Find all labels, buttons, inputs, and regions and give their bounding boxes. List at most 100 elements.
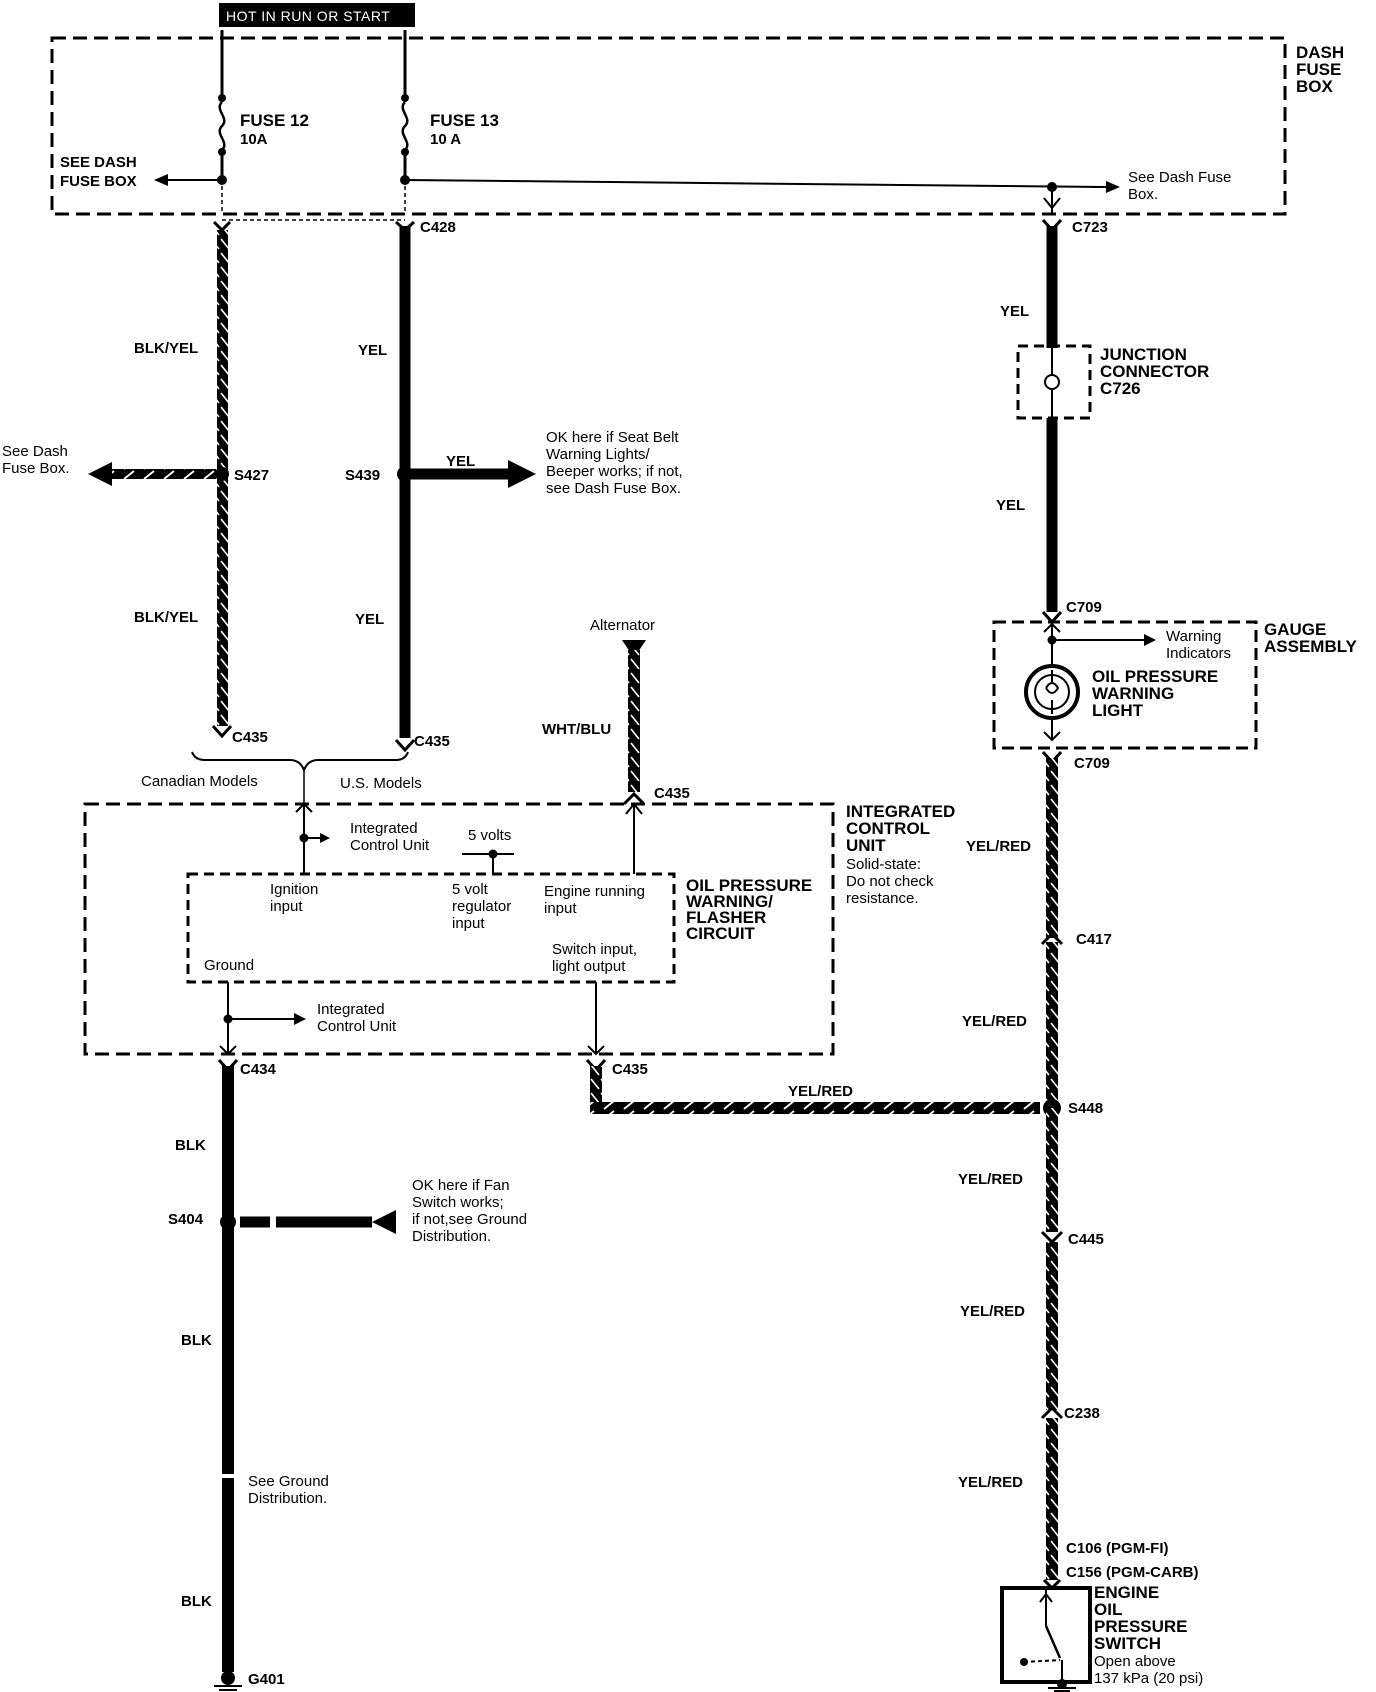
svg-text:FUSE BOX: FUSE BOX — [60, 173, 137, 190]
svg-text:Solid-state:: Solid-state: — [846, 856, 921, 873]
svg-text:Do not check: Do not check — [846, 873, 934, 890]
blk-yel-label-1: BLK/YEL — [134, 340, 198, 357]
svg-text:Distribution.: Distribution. — [248, 1490, 327, 1507]
svg-text:input: input — [452, 915, 485, 932]
junction-connector-icon — [1044, 374, 1060, 390]
ignition-input-label: Ignition input — [270, 881, 318, 915]
s404-arrow-icon — [372, 1210, 396, 1234]
yel-label-2: YEL — [355, 611, 384, 628]
dash-fuse-box-title: DASH FUSE BOX — [1296, 43, 1344, 96]
svg-text:input: input — [270, 898, 303, 915]
svg-text:OK here if Fan: OK here if Fan — [412, 1177, 510, 1194]
see-dash-right-arrow-icon — [1106, 181, 1120, 193]
g401-ground — [221, 1671, 235, 1685]
see-dash-s427-note: See Dash Fuse Box. — [2, 443, 70, 477]
svg-text:GAUGE: GAUGE — [1264, 620, 1326, 639]
s427-label: S427 — [234, 467, 269, 484]
svg-text:LIGHT: LIGHT — [1092, 701, 1144, 720]
oil-pressure-circuit-title: OIL PRESSURE WARNING/ FLASHER CIRCUIT — [686, 876, 812, 943]
c435-alt-connector-icon — [622, 791, 646, 806]
svg-text:WARNING: WARNING — [1092, 684, 1174, 703]
blk-label-3: BLK — [181, 1593, 212, 1610]
svg-text:Open above: Open above — [1094, 1653, 1176, 1670]
alternator-icon — [622, 640, 646, 658]
c435-alt-label: C435 — [654, 785, 690, 802]
svg-text:SWITCH: SWITCH — [1094, 1634, 1161, 1653]
svg-text:FUSE 13: FUSE 13 — [430, 111, 499, 130]
c434-label: C434 — [240, 1061, 277, 1078]
blk-yel-wire-upper — [217, 230, 228, 474]
c435-left-label: C435 — [232, 729, 268, 746]
c417-connector-icon — [1040, 931, 1064, 946]
c156-label: C156 (PGM-CARB) — [1066, 1564, 1199, 1581]
yel-red-label-1: YEL/RED — [966, 838, 1031, 855]
svg-text:WARNING/: WARNING/ — [686, 892, 773, 911]
svg-text:if not,see Ground: if not,see Ground — [412, 1211, 527, 1228]
c445-connector-icon — [1040, 1230, 1064, 1245]
yel-red-label-3: YEL/RED — [958, 1171, 1023, 1188]
svg-text:CONNECTOR: CONNECTOR — [1100, 362, 1209, 381]
svg-text:ENGINE: ENGINE — [1094, 1583, 1159, 1602]
svg-text:Distribution.: Distribution. — [412, 1228, 491, 1245]
svg-text:Fuse Box.: Fuse Box. — [2, 460, 70, 477]
hot-label-box — [219, 3, 415, 27]
oil-pressure-switch-note: Open above 137 kPa (20 psi) — [1094, 1653, 1203, 1687]
svg-text:Integrated: Integrated — [317, 1001, 385, 1018]
s427-arrow-icon — [88, 462, 112, 486]
yel-red-label-4: YEL/RED — [960, 1303, 1025, 1320]
c428-left-connector-icon — [212, 220, 232, 233]
c428-label: C428 — [420, 219, 456, 236]
c709-bottom-label: C709 — [1074, 755, 1110, 772]
svg-text:CONTROL: CONTROL — [846, 819, 930, 838]
yel-red-label-5: YEL/RED — [958, 1474, 1023, 1491]
switch-input-label: Switch input, light output — [552, 941, 637, 975]
c435-left-connector-icon — [211, 724, 233, 739]
s427-branch-wire — [108, 469, 216, 479]
c238-label: C238 — [1064, 1405, 1100, 1422]
icu-outline — [83, 802, 835, 1056]
c709-top-label: C709 — [1066, 599, 1102, 616]
svg-text:Switch input,: Switch input, — [552, 941, 637, 958]
svg-text:ASSEMBLY: ASSEMBLY — [1264, 637, 1358, 656]
svg-text:JUNCTION: JUNCTION — [1100, 345, 1187, 364]
svg-text:OIL PRESSURE: OIL PRESSURE — [686, 876, 812, 895]
svg-text:5 volt: 5 volt — [452, 881, 489, 898]
see-dash-left-arrow-icon — [154, 174, 168, 186]
c435-right-connector-icon — [394, 738, 416, 753]
s439-arrow-icon — [508, 460, 536, 488]
us-models-label: U.S. Models — [340, 775, 422, 792]
svg-text:OIL PRESSURE: OIL PRESSURE — [1092, 667, 1218, 686]
oil-pressure-circuit-outline — [186, 872, 676, 984]
canadian-models-label: Canadian Models — [141, 773, 258, 790]
svg-text:input: input — [544, 900, 577, 917]
svg-text:FUSE 12: FUSE 12 — [240, 111, 309, 130]
icu-note: Solid-state: Do not check resistance. — [846, 856, 934, 907]
c238-connector-icon — [1040, 1405, 1064, 1420]
svg-text:CIRCUIT: CIRCUIT — [686, 924, 756, 943]
gauge-assembly-title: GAUGE ASSEMBLY — [1264, 620, 1358, 656]
svg-text:FLASHER: FLASHER — [686, 908, 766, 927]
s439-label: S439 — [345, 467, 380, 484]
yel-label-1: YEL — [358, 342, 387, 359]
fuse-12-symbol — [218, 101, 226, 151]
svg-text:resistance.: resistance. — [846, 890, 919, 907]
yel-red-wire-1 — [1046, 758, 1058, 938]
svg-text:Warning: Warning — [1166, 628, 1221, 645]
oil-pressure-switch-icon — [1020, 1625, 1063, 1682]
c435-right-label: C435 — [414, 733, 450, 750]
yel-right-label-1: YEL — [1000, 303, 1029, 320]
svg-text:Warning Lights/: Warning Lights/ — [546, 446, 650, 463]
svg-text:see Dash Fuse Box.: see Dash Fuse Box. — [546, 480, 681, 497]
svg-text:10A: 10A — [240, 131, 268, 148]
svg-text:See Ground: See Ground — [248, 1473, 329, 1490]
see-dash-fuse-box-left-note: SEE DASH FUSE BOX — [60, 154, 137, 190]
ground-label: Ground — [204, 957, 254, 974]
svg-text:C726: C726 — [1100, 379, 1141, 398]
s404-splice — [220, 1214, 236, 1230]
svg-text:UNIT: UNIT — [846, 836, 886, 855]
svg-text:OIL: OIL — [1094, 1600, 1122, 1619]
svg-text:See Dash: See Dash — [2, 443, 68, 460]
yel-red-h-label: YEL/RED — [788, 1083, 853, 1100]
